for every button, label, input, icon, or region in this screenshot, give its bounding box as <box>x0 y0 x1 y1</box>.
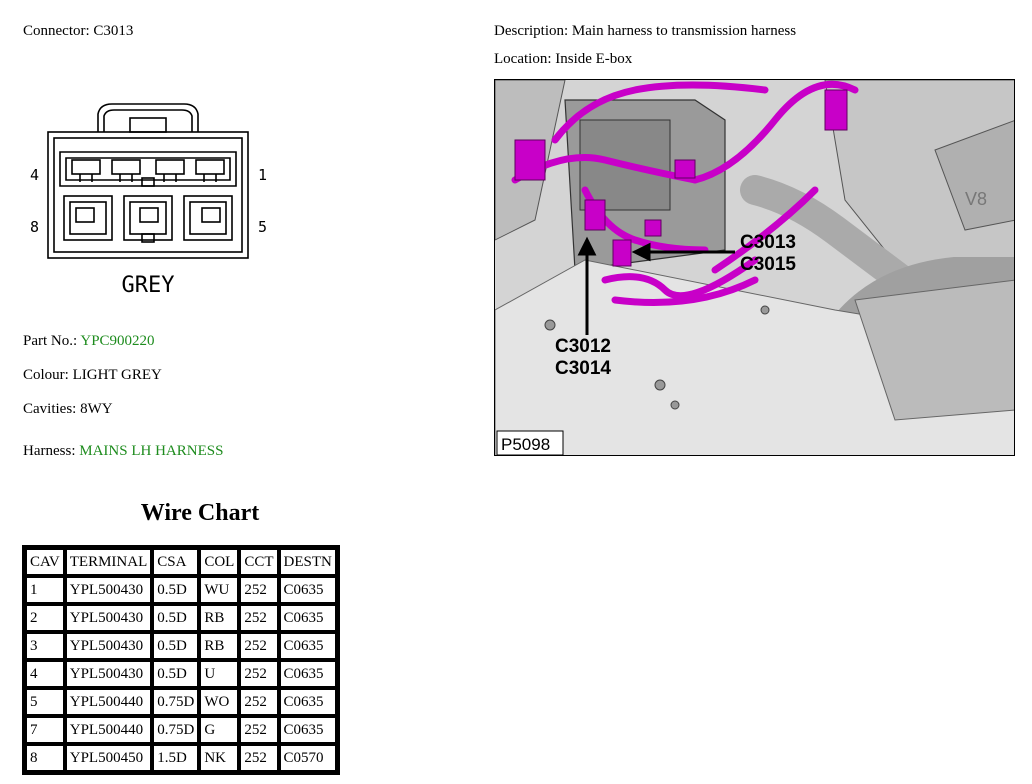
cell-cav: 4 <box>25 660 65 688</box>
callout-c3012: C3012 <box>555 336 611 357</box>
pin-label-4: 4 <box>30 166 39 184</box>
part-no-line: Part No.: YPC900220 <box>23 333 155 350</box>
pin-label-5: 5 <box>258 218 267 236</box>
table-row: 8 YPL500450 1.5D NK 252 C0570 <box>25 744 337 772</box>
table-header-row: CAV TERMINAL CSA COL CCT DESTN <box>25 548 337 576</box>
header-csa: CSA <box>152 548 200 576</box>
cell-csa: 0.5D <box>152 576 200 604</box>
table-row: 7 YPL500440 0.75D G 252 C0635 <box>25 716 337 744</box>
table-row: 3 YPL500430 0.5D RB 252 C0635 <box>25 632 337 660</box>
header-cav: CAV <box>25 548 65 576</box>
cell-cav: 5 <box>25 688 65 716</box>
cell-cav: 8 <box>25 744 65 772</box>
cell-col: WU <box>199 576 240 604</box>
cell-terminal: YPL500430 <box>64 576 153 604</box>
photo-ref: P5098 <box>501 435 550 454</box>
cell-csa: 0.75D <box>152 716 200 744</box>
wire-chart-table: CAV TERMINAL CSA COL CCT DESTN 1 YPL5004… <box>22 545 340 775</box>
colour-label: Colour: LIGHT GREY <box>23 367 162 383</box>
cell-col: G <box>199 716 240 744</box>
connector-color-text: GREY <box>122 273 175 298</box>
part-no-label: Part No.: <box>23 333 78 349</box>
connector-face-diagram: 4 1 8 5 GREY <box>30 103 267 298</box>
cell-csa: 1.5D <box>152 744 200 772</box>
description-label: Description: Main harness to transmissio… <box>494 23 797 39</box>
cell-cct: 252 <box>239 660 279 688</box>
cell-col: RB <box>199 632 240 660</box>
cell-cct: 252 <box>239 744 279 772</box>
harness-label: Harness: <box>23 443 76 459</box>
cell-cct: 252 <box>239 576 279 604</box>
cell-destn: C0635 <box>278 688 337 716</box>
cell-terminal: YPL500430 <box>64 604 153 632</box>
callout-c3014: C3014 <box>555 358 611 379</box>
callout-c3015: C3015 <box>740 254 796 275</box>
harness-link[interactable]: MAINS LH HARNESS <box>79 443 224 459</box>
header-col: COL <box>199 548 240 576</box>
cell-terminal: YPL500430 <box>64 632 153 660</box>
table-row: 4 YPL500430 0.5D U 252 C0635 <box>25 660 337 688</box>
engine-bay-illustration: V8 <box>495 80 1014 455</box>
cell-terminal: YPL500440 <box>64 716 153 744</box>
table-row: 5 YPL500440 0.75D WO 252 C0635 <box>25 688 337 716</box>
pin-label-8: 8 <box>30 218 39 236</box>
cell-cav: 1 <box>25 576 65 604</box>
header-terminal: TERMINAL <box>64 548 153 576</box>
cell-col: NK <box>199 744 240 772</box>
cell-destn: C0635 <box>278 576 337 604</box>
pin-label-1: 1 <box>258 166 267 184</box>
harness-line: Harness: MAINS LH HARNESS <box>23 443 223 460</box>
header-destn: DESTN <box>278 548 337 576</box>
cell-terminal: YPL500430 <box>64 660 153 688</box>
cell-destn: C0635 <box>278 660 337 688</box>
part-no-link[interactable]: YPC900220 <box>80 333 155 349</box>
cell-csa: 0.5D <box>152 604 200 632</box>
engine-badge: V8 <box>965 189 987 209</box>
header-cct: CCT <box>239 548 279 576</box>
cell-destn: C0635 <box>278 716 337 744</box>
cell-csa: 0.75D <box>152 688 200 716</box>
cell-col: RB <box>199 604 240 632</box>
cell-terminal: YPL500440 <box>64 688 153 716</box>
cavities-label: Cavities: 8WY <box>23 401 113 417</box>
table-row: 1 YPL500430 0.5D WU 252 C0635 <box>25 576 337 604</box>
cell-destn: C0570 <box>278 744 337 772</box>
cell-cct: 252 <box>239 604 279 632</box>
cell-terminal: YPL500450 <box>64 744 153 772</box>
wire-chart-title: Wire Chart <box>140 500 260 526</box>
callout-c3013: C3013 <box>740 232 796 253</box>
cell-cct: 252 <box>239 632 279 660</box>
location-label: Location: Inside E-box <box>494 51 633 67</box>
cell-col: U <box>199 660 240 688</box>
cell-cct: 252 <box>239 716 279 744</box>
location-photo: V8 <box>494 79 1015 456</box>
cell-cct: 252 <box>239 688 279 716</box>
table-row: 2 YPL500430 0.5D RB 252 C0635 <box>25 604 337 632</box>
cell-csa: 0.5D <box>152 632 200 660</box>
cell-destn: C0635 <box>278 604 337 632</box>
cell-col: WO <box>199 688 240 716</box>
cell-cav: 7 <box>25 716 65 744</box>
cell-cav: 3 <box>25 632 65 660</box>
cell-cav: 2 <box>25 604 65 632</box>
cell-csa: 0.5D <box>152 660 200 688</box>
cell-destn: C0635 <box>278 632 337 660</box>
connector-label: Connector: C3013 <box>23 23 134 39</box>
